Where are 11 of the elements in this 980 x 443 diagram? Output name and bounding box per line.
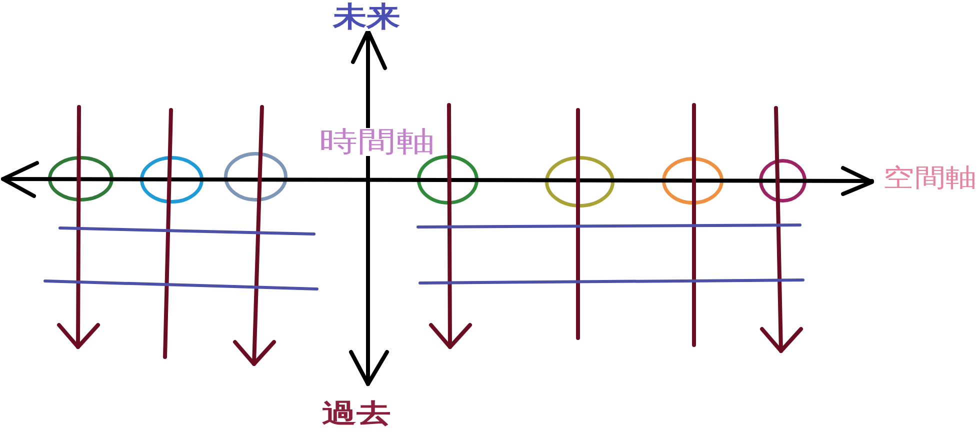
oval: [224, 152, 288, 202]
axis-label: 時間軸: [319, 128, 435, 156]
axis-label: 過去: [322, 401, 391, 427]
axis-label: 空間軸: [883, 165, 977, 190]
oval: [759, 159, 807, 203]
oval: [662, 157, 724, 205]
axis-label: 未来: [333, 3, 400, 31]
oval: [545, 156, 615, 208]
oval: [417, 155, 479, 205]
oval: [140, 156, 204, 204]
oval: [48, 156, 114, 202]
